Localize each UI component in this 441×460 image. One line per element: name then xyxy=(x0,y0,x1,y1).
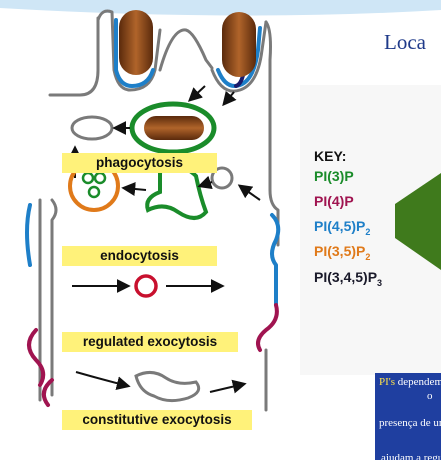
top-swoosh xyxy=(0,0,441,16)
right-membrane-pi45p2 xyxy=(270,213,281,307)
arrow-from-membrane xyxy=(237,184,261,201)
left-membrane-pi45p2 xyxy=(25,203,32,267)
arrow-to-endosome xyxy=(197,175,213,190)
arrow-constitutive-2 xyxy=(209,379,247,394)
info-box: PI's dependem da o presença de um ti aju… xyxy=(375,373,441,460)
arrow-to-phagosome xyxy=(187,85,206,102)
legend-item: PI(4,5)P2 xyxy=(314,218,371,237)
cell-membrane-top xyxy=(158,28,214,72)
cell-membrane-right xyxy=(264,20,280,247)
bacterium-icon xyxy=(119,10,153,75)
label-regulated-exocytosis: regulated exocytosis xyxy=(62,332,238,352)
label-constitutive-exocytosis: constitutive exocytosis xyxy=(62,410,252,430)
constitutive-vesicle xyxy=(134,371,201,403)
bacterium-icon xyxy=(222,12,256,77)
intraluminal-vesicle xyxy=(87,185,101,199)
info-line: o xyxy=(427,390,433,402)
legend-item: PI(3)P xyxy=(314,167,354,184)
legend-item: PI(3,4,5)P3 xyxy=(314,268,383,288)
arrow-cup-to-phagosome xyxy=(222,90,237,107)
arrow-to-mvb xyxy=(121,182,147,196)
phagosome-pi3p xyxy=(129,101,217,155)
early-endosome-pi3p xyxy=(145,164,209,220)
legend-item: PI(4)P xyxy=(314,192,354,209)
info-line: presença de um ti xyxy=(379,417,441,429)
arrow-constitutive-1 xyxy=(75,371,131,391)
cell-membrane-left xyxy=(48,16,100,97)
info-line: PI's dependem da xyxy=(379,376,441,388)
secretory-granule-pi4p xyxy=(134,274,158,298)
arrow-left-icon xyxy=(395,173,441,270)
legend-heading: KEY: xyxy=(314,148,347,164)
legend: KEY: PI(3)P PI(4)P PI(4,5)P2 PI(3,5)P2 P… xyxy=(314,147,382,293)
bacterium-icon xyxy=(144,116,204,140)
intraluminal-vesicle xyxy=(81,171,95,185)
left-membrane-pi4p xyxy=(27,328,46,387)
phagocytic-cup-left xyxy=(96,9,162,92)
phagocytic-cup-right xyxy=(210,20,268,93)
info-line: ajudam a regular a xyxy=(381,452,441,460)
label-endocytosis: endocytosis xyxy=(62,246,217,266)
right-membrane-pi4p xyxy=(256,303,279,352)
intraluminal-vesicle xyxy=(93,171,107,185)
left-bottom-pi4p xyxy=(41,378,54,407)
legend-item: PI(3,5)P2 xyxy=(314,243,371,263)
slide-title: Loca xyxy=(384,30,426,54)
label-phagocytosis: phagocytosis xyxy=(62,153,217,173)
lysosome-vesicle xyxy=(70,115,114,141)
phagocytic-cup-left-pi45p2 xyxy=(114,18,155,88)
